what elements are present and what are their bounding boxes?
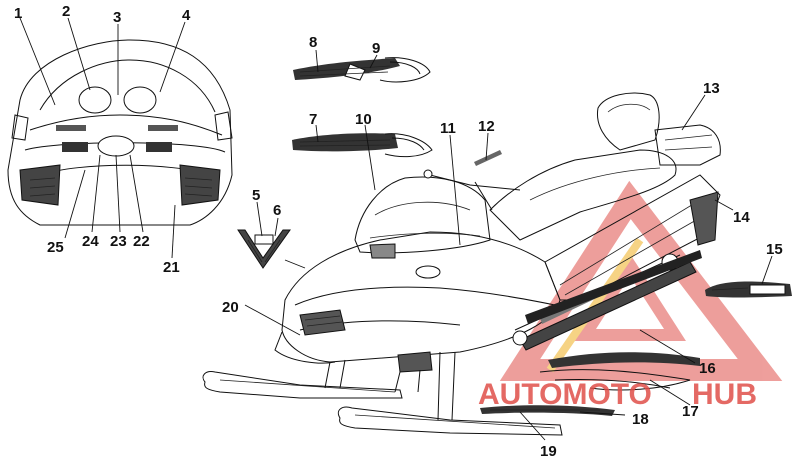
- decal-7-10: [292, 133, 433, 158]
- callout-2: 2: [62, 3, 70, 20]
- callout-11: 11: [440, 120, 456, 137]
- callout-23: 23: [110, 233, 127, 250]
- decal-18-19: [480, 405, 615, 416]
- callout-22: 22: [133, 233, 150, 250]
- callout-17: 17: [682, 403, 699, 420]
- callout-25: 25: [47, 239, 64, 256]
- leader-lines: [19, 17, 773, 441]
- callout-10: 10: [355, 111, 372, 128]
- callout-3: 3: [113, 9, 121, 26]
- callout-9: 9: [372, 40, 380, 57]
- callout-8: 8: [309, 34, 317, 51]
- callout-14: 14: [733, 209, 750, 226]
- callout-20: 20: [222, 299, 239, 316]
- badge-5-6: [237, 229, 291, 269]
- callouts: 1 2 3 4 5 6 7 8 9 10 11 12 13 14 15 16 1…: [14, 3, 783, 457]
- callout-12: 12: [478, 118, 495, 135]
- callout-1: 1: [14, 5, 22, 22]
- callout-4: 4: [182, 7, 191, 24]
- callout-13: 13: [703, 80, 720, 97]
- skis: [202, 351, 563, 436]
- callout-6: 6: [273, 202, 281, 219]
- callout-21: 21: [163, 259, 180, 276]
- callout-18: 18: [632, 411, 649, 428]
- callout-16: 16: [699, 360, 716, 377]
- callout-15: 15: [766, 241, 783, 258]
- callout-24: 24: [82, 233, 99, 250]
- callout-19: 19: [540, 443, 557, 457]
- watermark-text: AUTOMOTO HUB: [478, 378, 757, 411]
- callout-7: 7: [309, 111, 317, 128]
- decal-12: [474, 150, 502, 166]
- watermark-part2: HUB: [692, 378, 757, 411]
- snowmobile: [274, 92, 721, 364]
- decal-15: [705, 281, 792, 298]
- dashboard-inset: [7, 39, 233, 226]
- watermark-part1: AUTOMOTO: [478, 378, 652, 411]
- decal-8-9: [293, 57, 431, 83]
- callout-5: 5: [252, 187, 260, 204]
